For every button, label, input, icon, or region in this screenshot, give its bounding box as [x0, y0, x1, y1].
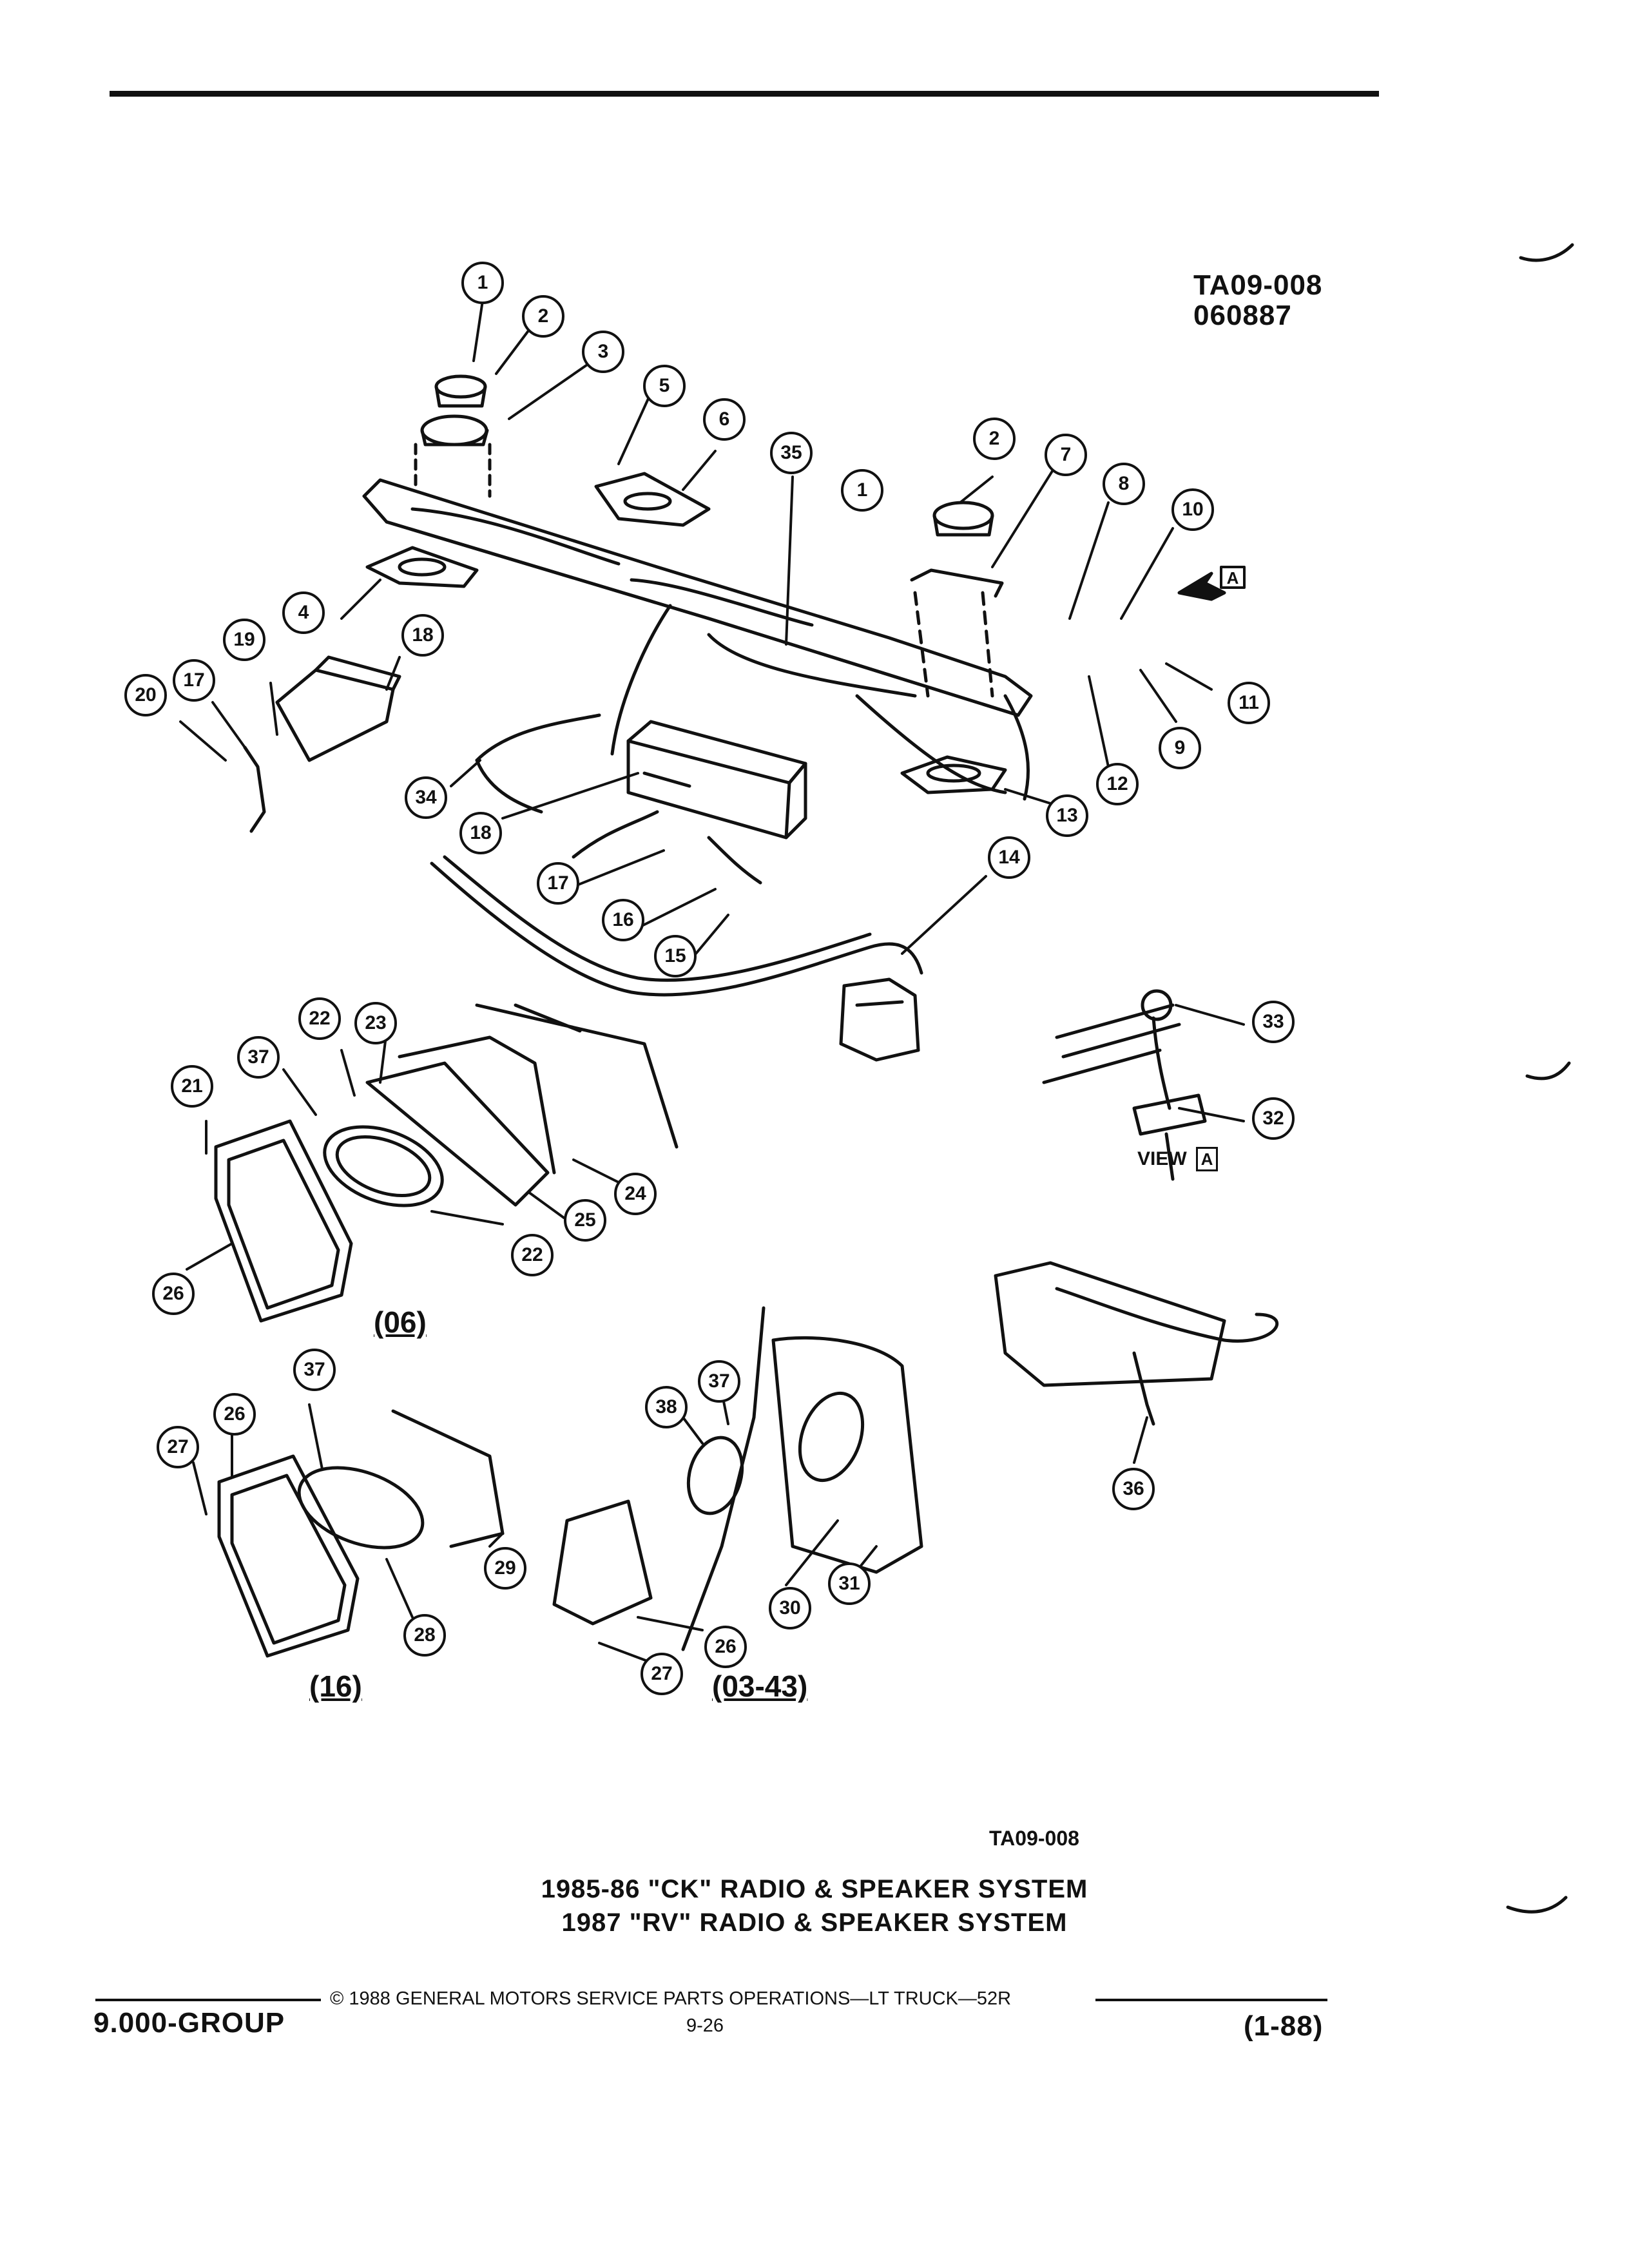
radio-receiver	[626, 720, 807, 840]
callout-27: 27	[641, 1653, 683, 1695]
footer-page-number: 9-26	[686, 2015, 724, 2036]
callout-17: 17	[537, 862, 579, 905]
instrument-panel-carrier	[362, 478, 1033, 801]
callout-3: 3	[582, 331, 624, 373]
callout-37: 37	[293, 1349, 336, 1391]
callout-19: 19	[223, 619, 265, 661]
callout-8: 8	[1103, 463, 1145, 505]
figure-ref-code: TA09-008	[1193, 269, 1323, 301]
right-upper-speaker	[910, 501, 1004, 698]
callout-11: 11	[1228, 682, 1270, 724]
callout-10: 10	[1171, 488, 1214, 531]
rear-speaker-16	[217, 1409, 505, 1658]
figure-title-line-1: 1985-86 "CK" RADIO & SPEAKER SYSTEM	[541, 1875, 1088, 1903]
callout-4: 4	[282, 591, 325, 634]
callout-1: 1	[461, 262, 504, 304]
figure-title-line-2: 1987 "RV" RADIO & SPEAKER SYSTEM	[561, 1908, 1068, 1937]
view-a-antenna-mount	[1042, 989, 1207, 1181]
footer-rule-right	[1095, 1999, 1327, 2001]
rear-speaker-06	[214, 1003, 679, 1323]
svg-text:A: A	[1227, 568, 1239, 588]
callout-38: 38	[645, 1386, 688, 1428]
callout-6: 6	[703, 398, 746, 441]
view-label: VIEW A	[1137, 1147, 1219, 1171]
callout-1: 1	[841, 469, 883, 512]
left-radio-module	[243, 655, 401, 833]
callout-15: 15	[654, 935, 697, 977]
callout-37: 37	[698, 1360, 740, 1403]
callout-14: 14	[988, 836, 1030, 879]
callout-31: 31	[828, 1562, 871, 1605]
figure-ref-bottom: TA09-008	[989, 1827, 1079, 1850]
figure-ref-date: 060887	[1193, 300, 1292, 331]
callout-9: 9	[1159, 727, 1201, 769]
callout-17: 17	[173, 659, 215, 702]
view-a-arrow-box	[1220, 566, 1246, 589]
callout-22: 22	[298, 997, 341, 1040]
callout-5: 5	[643, 365, 686, 407]
footer-copyright: © 1988 GENERAL MOTORS SERVICE PARTS OPER…	[330, 1988, 1012, 2009]
view-label-text: VIEW	[1137, 1148, 1187, 1169]
left-speaker-pod	[365, 546, 479, 588]
callout-33: 33	[1252, 1001, 1295, 1043]
footer-rule-left	[95, 1999, 321, 2001]
callout-32: 32	[1252, 1097, 1295, 1140]
callout-12: 12	[1096, 763, 1139, 805]
wire-harness	[475, 713, 762, 885]
callout-20: 20	[124, 674, 167, 716]
footer-date: (1-88)	[1244, 2010, 1324, 2042]
center-speaker	[594, 472, 711, 527]
callout-13: 13	[1046, 794, 1088, 837]
callout-37: 37	[237, 1036, 280, 1079]
view-a-arrow	[1177, 572, 1226, 601]
callout-22: 22	[511, 1234, 554, 1276]
leader-lines	[179, 295, 1245, 1664]
right-speaker-pod	[900, 755, 1007, 794]
variant-label-16: (16)	[309, 1669, 362, 1703]
callout-7: 7	[1045, 434, 1087, 476]
callout-26: 26	[704, 1626, 747, 1668]
callout-26: 26	[152, 1273, 195, 1315]
margin-mark	[1525, 1061, 1571, 1081]
callout-34: 34	[405, 776, 447, 819]
callout-28: 28	[403, 1614, 446, 1657]
callout-30: 30	[769, 1587, 811, 1629]
left-upper-speaker	[414, 374, 492, 498]
callout-2: 2	[522, 295, 564, 338]
callout-18: 18	[401, 614, 444, 657]
antenna-lead	[430, 855, 923, 1062]
callout-23: 23	[354, 1002, 397, 1044]
variant-label-03-43: (03-43)	[712, 1669, 808, 1703]
door-speaker-03-43	[552, 1306, 923, 1651]
callout-2: 2	[973, 418, 1016, 460]
callout-29: 29	[484, 1547, 526, 1590]
footer-group: 9.000-GROUP	[93, 2007, 285, 2039]
callout-27: 27	[157, 1426, 199, 1468]
callout-18: 18	[459, 812, 502, 854]
callout-24: 24	[614, 1173, 657, 1215]
callout-25: 25	[564, 1199, 606, 1242]
callout-26: 26	[213, 1393, 256, 1436]
view-letter-box: A	[1196, 1147, 1219, 1171]
callout-21: 21	[171, 1065, 213, 1108]
callout-35: 35	[770, 432, 813, 474]
rear-door-harness	[994, 1261, 1278, 1426]
margin-mark	[1506, 1896, 1568, 1914]
callout-16: 16	[602, 899, 644, 941]
callout-36: 36	[1112, 1468, 1155, 1510]
margin-mark	[1519, 243, 1574, 262]
variant-label-06: (06)	[374, 1305, 427, 1339]
header-rule	[110, 91, 1379, 97]
